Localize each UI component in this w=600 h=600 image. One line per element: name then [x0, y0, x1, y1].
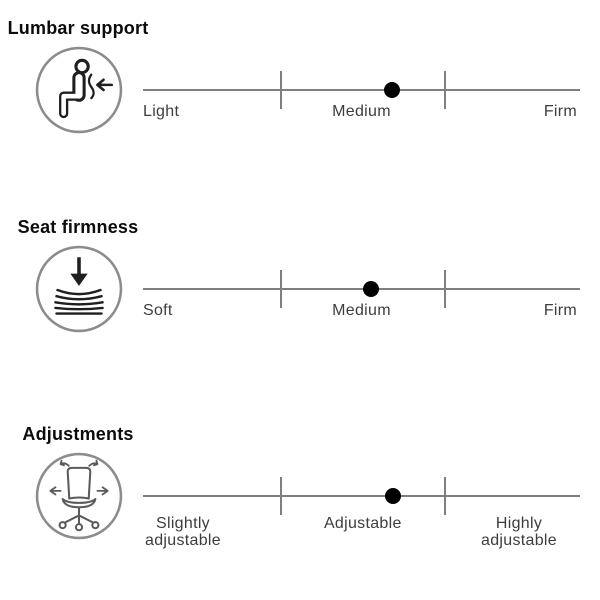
- seat-firmness-scale: Soft Medium Firm: [143, 199, 580, 359]
- spec-row-lumbar-support: Lumbar support Light Medium Firm: [0, 0, 600, 170]
- scale-tick: [443, 270, 446, 308]
- scale-label-slightly-adjustable: Slightly adjustable: [145, 515, 221, 549]
- scale-track: [143, 288, 580, 290]
- spec-row-seat-firmness: Seat firmness Soft Medium Firm: [0, 199, 600, 369]
- scale-label-highly-adjustable: Highly adjustable: [481, 515, 557, 549]
- scale-label-light: Light: [143, 103, 180, 120]
- adjustments-heading: Adjustments: [22, 424, 134, 444]
- scale-tick: [279, 477, 282, 515]
- seat-firmness-icon: [35, 245, 123, 333]
- lumbar-support-icon: [35, 46, 123, 134]
- lumbar-support-heading: Lumbar support: [7, 18, 149, 38]
- scale-value-dot: [384, 488, 401, 504]
- scale-tick: [443, 477, 446, 515]
- scale-track: [143, 495, 580, 497]
- scale-value-dot: [384, 82, 401, 98]
- person-seated-lumbar-arrow-icon: [35, 46, 123, 134]
- scale-labels: Slightly adjustable Adjustable Highly ad…: [143, 406, 580, 566]
- scale-tick: [279, 71, 282, 109]
- cushion-compress-arrow-icon: [35, 245, 123, 333]
- scale-label-medium: Medium: [332, 103, 391, 120]
- scale-label-firm: Firm: [543, 103, 577, 120]
- lumbar-support-scale: Light Medium Firm: [143, 0, 580, 160]
- spec-row-adjustments: Adjustments Slightly adjustab: [0, 406, 600, 576]
- scale-label-medium: Medium: [332, 302, 391, 319]
- scale-value-dot: [363, 281, 380, 297]
- scale-label-firm: Firm: [543, 302, 577, 319]
- scale-labels: Soft Medium Firm: [143, 199, 580, 359]
- office-chair-adjust-arrows-icon: [35, 452, 123, 540]
- seat-firmness-heading: Seat firmness: [17, 217, 139, 237]
- scale-tick: [279, 270, 282, 308]
- scale-label-soft: Soft: [143, 302, 173, 319]
- scale-label-adjustable: Adjustable: [323, 515, 402, 532]
- scale-track: [143, 89, 580, 91]
- adjustments-scale: Slightly adjustable Adjustable Highly ad…: [143, 406, 580, 566]
- adjustments-icon: [35, 452, 123, 540]
- scale-labels: Light Medium Firm: [143, 0, 580, 160]
- scale-tick: [443, 71, 446, 109]
